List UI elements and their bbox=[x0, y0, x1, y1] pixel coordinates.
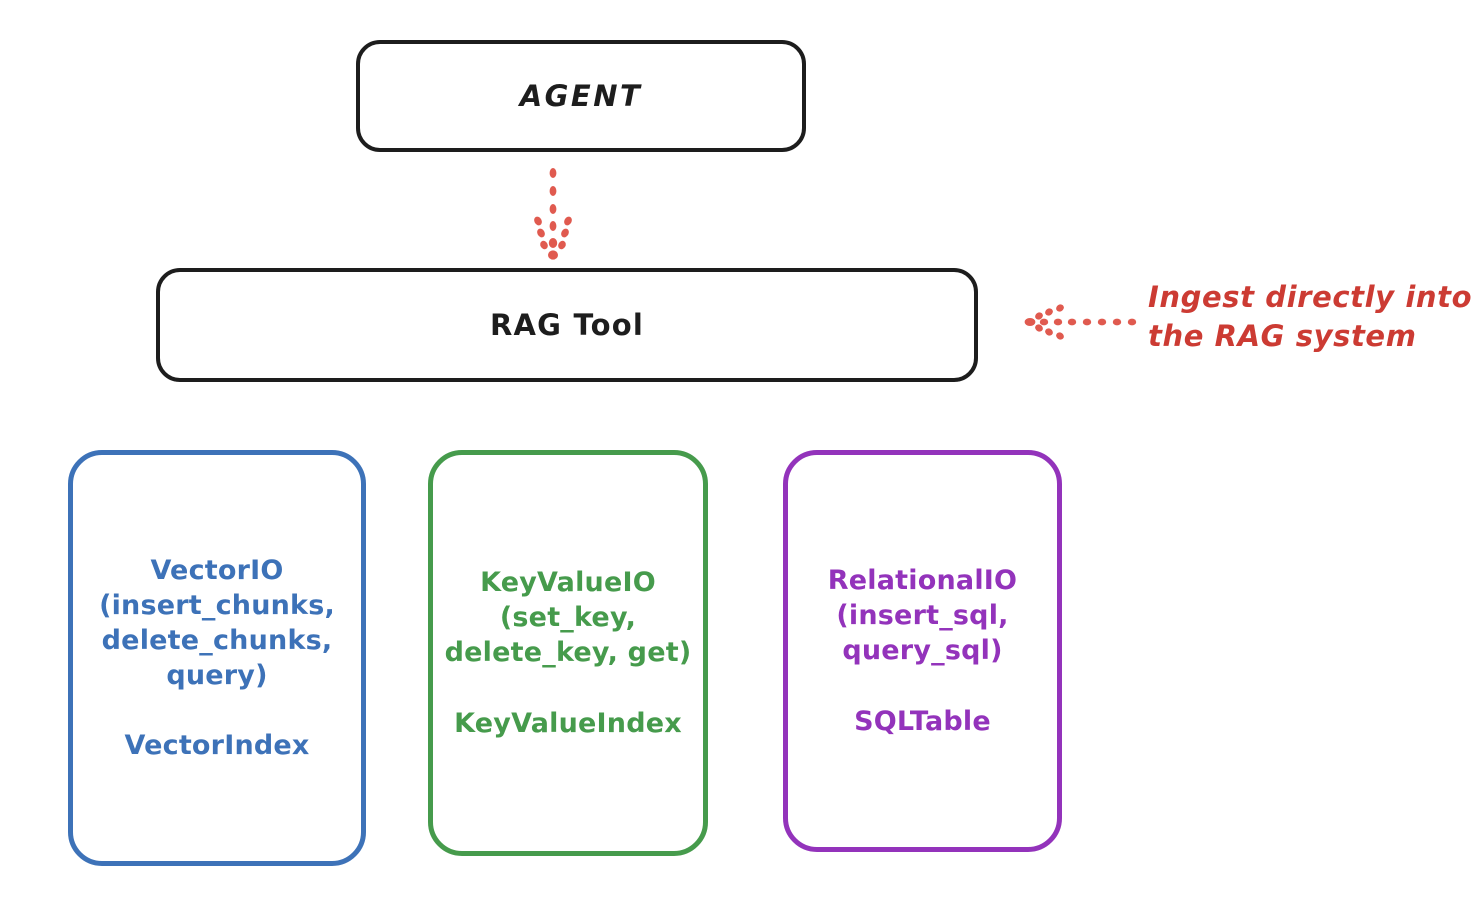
node-relational-io-label: RelationalIO (insert_sql, query_sql) SQL… bbox=[827, 565, 1018, 737]
node-key-value-io[interactable]: KeyValueIO (set_key, delete_key, get) Ke… bbox=[428, 450, 708, 856]
connector-agent-to-rag-tool bbox=[534, 168, 572, 260]
annotation-ingest-directly: Ingest directly into the RAG system bbox=[1148, 280, 1473, 354]
connector-ingest-to-rag-tool bbox=[1024, 304, 1137, 340]
node-rag-tool[interactable]: RAG Tool bbox=[156, 268, 978, 382]
node-agent-label: AGENT bbox=[519, 78, 643, 113]
node-vector-io[interactable]: VectorIO (insert_chunks, delete_chunks, … bbox=[68, 450, 366, 866]
node-rag-tool-label: RAG Tool bbox=[490, 307, 644, 342]
node-key-value-io-label: KeyValueIO (set_key, delete_key, get) Ke… bbox=[444, 567, 692, 739]
node-vector-io-label: VectorIO (insert_chunks, delete_chunks, … bbox=[99, 554, 335, 762]
node-agent[interactable]: AGENT bbox=[356, 40, 806, 152]
node-relational-io[interactable]: RelationalIO (insert_sql, query_sql) SQL… bbox=[783, 450, 1062, 852]
